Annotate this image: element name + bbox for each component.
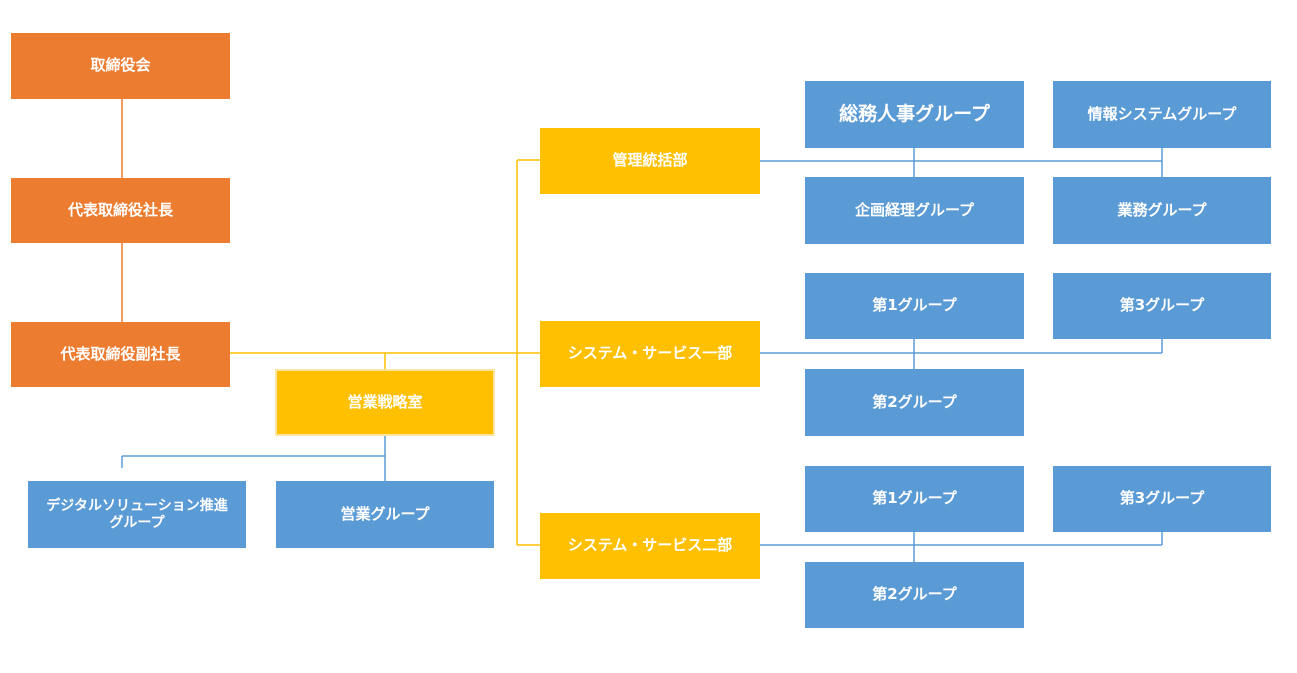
node-ss1-group2: 第2グループ [805,369,1024,436]
node-planning-group: 企画経理グループ [805,177,1024,244]
node-vice-president: 代表取締役副社長 [11,322,230,387]
node-board: 取締役会 [11,33,230,99]
node-dx-group: デジタルソリューション推進 グループ [28,481,246,548]
node-ss1-group1: 第1グループ [805,273,1024,339]
node-ss1-group3: 第3グループ [1053,273,1271,339]
node-management-dept: 管理統括部 [540,128,760,194]
dx-group-label-line2: グループ [109,514,165,531]
node-ss2-group2: 第2グループ [805,562,1024,628]
node-info-systems-group: 情報システムグループ [1053,81,1271,148]
node-sales-group: 営業グループ [276,481,494,548]
node-system-service-2: システム・サービス二部 [540,513,760,579]
node-operations-group: 業務グループ [1053,177,1271,244]
node-ss2-group1: 第1グループ [805,466,1024,532]
node-ss2-group3: 第3グループ [1053,466,1271,532]
node-sales-strategy: 営業戦略室 [275,369,495,436]
dx-group-label-line1: デジタルソリューション推進 [46,498,228,515]
node-general-affairs-group: 総務人事グループ [805,81,1024,148]
node-president: 代表取締役社長 [11,178,230,243]
node-system-service-1: システム・サービス一部 [540,321,760,387]
